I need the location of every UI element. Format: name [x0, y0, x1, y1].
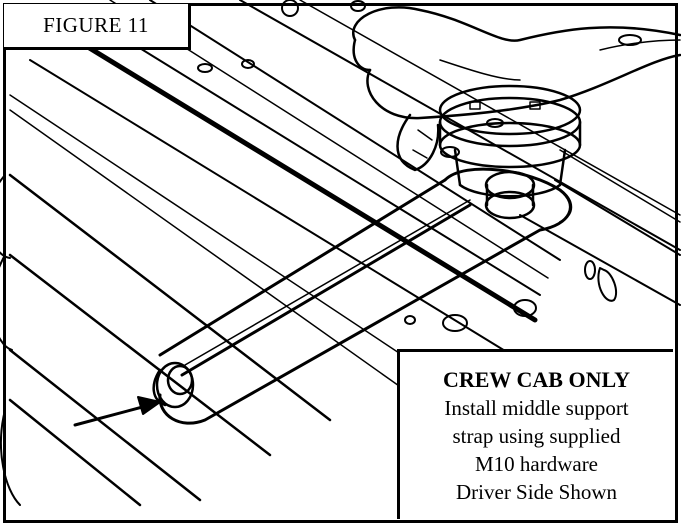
support-strap [158, 167, 573, 425]
lower-bolt [152, 361, 195, 409]
callout-line: M10 hardware [474, 451, 599, 476]
instruction-callout: CREW CAB ONLY Install middle support str… [397, 349, 673, 519]
callout-heading: CREW CAB ONLY [442, 366, 631, 392]
callout-line: strap using supplied [452, 423, 621, 448]
callout-line: Install middle support [444, 395, 629, 420]
figure-label: FIGURE 11 [4, 4, 191, 50]
tubes [0, 173, 332, 507]
bushing-assembly [438, 84, 582, 220]
upper-bracket [352, 6, 681, 172]
mounting-holes [197, 0, 642, 332]
pointer-arrow [73, 396, 161, 427]
callout-line: Driver Side Shown [456, 479, 617, 504]
